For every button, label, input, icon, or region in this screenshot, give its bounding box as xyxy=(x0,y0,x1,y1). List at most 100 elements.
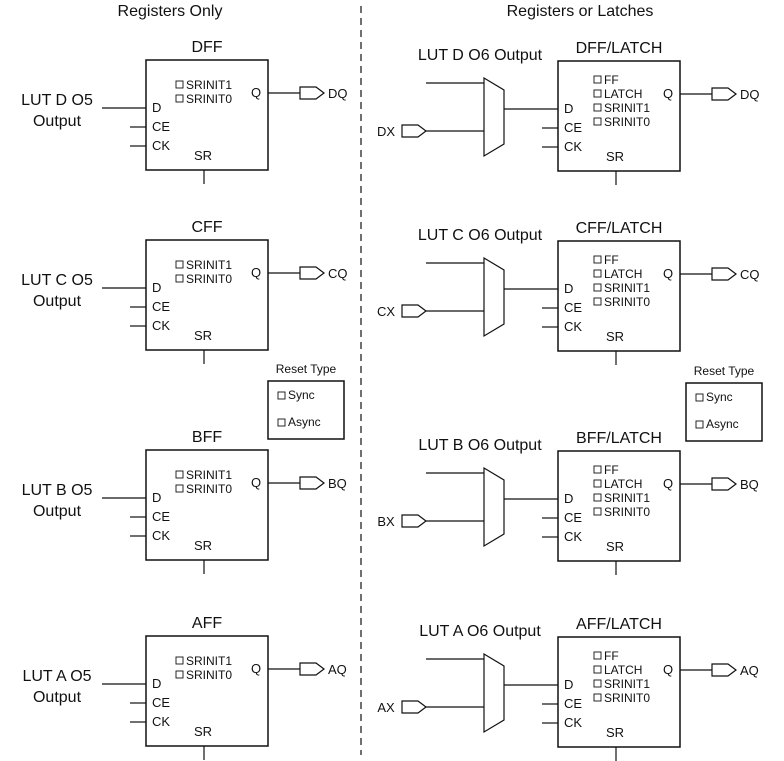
pin-sr-label: SR xyxy=(194,328,212,343)
option-checkbox-srinit1 xyxy=(175,80,184,89)
option-checkbox-ff xyxy=(593,255,602,264)
lut-o6-output-label: LUT B O6 Output xyxy=(418,437,542,454)
q-output-port xyxy=(299,266,325,280)
header-registers-only: Registers Only xyxy=(118,3,223,20)
option-checkbox-srinit1 xyxy=(175,656,184,665)
pin-q-label: Q xyxy=(663,476,673,491)
option-checkbox-srinit0 xyxy=(175,94,184,103)
lut-input-label-line1: LUT C O5 xyxy=(21,272,93,289)
option-checkbox-srinit1 xyxy=(175,470,184,479)
mux-trapezoid xyxy=(483,76,505,158)
pin-ce-label: CE xyxy=(564,300,582,315)
pin-sr-label: SR xyxy=(606,329,624,344)
q-output-port xyxy=(299,662,325,676)
option-srinit1-label: SRINIT1 xyxy=(604,281,650,295)
option-latch-label: LATCH xyxy=(604,663,642,677)
block-title: BFF/LATCH xyxy=(576,430,662,447)
option-srinit1-label: SRINIT1 xyxy=(186,258,232,272)
output-dq-label: DQ xyxy=(328,86,348,101)
option-checkbox-latch xyxy=(593,479,602,488)
q-output-port xyxy=(711,477,737,491)
lut-o6-output-label: LUT D O6 Output xyxy=(418,47,543,64)
bypass-input-label: CX xyxy=(377,304,395,319)
option-checkbox-srinit1 xyxy=(593,103,602,112)
pin-d-label: D xyxy=(152,490,161,505)
option-checkbox-srinit1 xyxy=(593,283,602,292)
register-box xyxy=(145,635,269,747)
lut-o6-output-label: LUT A O6 Output xyxy=(419,623,541,640)
pin-q-label: Q xyxy=(663,662,673,677)
pin-q-label: Q xyxy=(251,85,261,100)
option-srinit1-label: SRINIT1 xyxy=(604,101,650,115)
option-checkbox-srinit1 xyxy=(175,260,184,269)
option-checkbox-srinit0 xyxy=(593,117,602,126)
option-srinit0-label: SRINIT0 xyxy=(186,668,232,682)
option-checkbox-latch xyxy=(593,89,602,98)
pin-ce-label: CE xyxy=(152,119,170,134)
block-title: DFF xyxy=(191,39,222,56)
bypass-input-port xyxy=(401,514,427,528)
q-output-port xyxy=(299,86,325,100)
pin-ce-label: CE xyxy=(152,299,170,314)
register-box xyxy=(145,239,269,351)
output-aq-label: AQ xyxy=(740,663,759,678)
output-dq-label: DQ xyxy=(740,87,760,102)
mux-trapezoid xyxy=(483,466,505,548)
async-checkbox xyxy=(695,420,704,429)
pin-ce-label: CE xyxy=(152,695,170,710)
pin-sr-label: SR xyxy=(194,148,212,163)
register-box xyxy=(557,450,681,562)
option-checkbox-srinit0 xyxy=(175,484,184,493)
header-registers-or-latches: Registers or Latches xyxy=(507,3,654,20)
pin-q-label: Q xyxy=(663,266,673,281)
option-checkbox-ff xyxy=(593,465,602,474)
sync-checkbox xyxy=(695,393,704,402)
pin-sr-label: SR xyxy=(606,539,624,554)
lut-input-label-line2: Output xyxy=(33,293,82,310)
pin-d-label: D xyxy=(152,676,161,691)
reset-type-title: Reset Type xyxy=(276,362,337,376)
pin-ck-label: CK xyxy=(152,714,170,729)
block-title: CFF xyxy=(191,219,222,236)
register-box xyxy=(557,60,681,172)
option-checkbox-ff xyxy=(593,651,602,660)
pin-ck-label: CK xyxy=(564,139,582,154)
block-title: BFF xyxy=(192,429,222,446)
option-latch-label: LATCH xyxy=(604,87,642,101)
pin-q-label: Q xyxy=(251,265,261,280)
lut-input-label-line1: LUT B O5 xyxy=(22,482,93,499)
option-ff-label: FF xyxy=(604,73,619,87)
pin-ce-label: CE xyxy=(152,509,170,524)
pin-sr-label: SR xyxy=(606,725,624,740)
pin-sr-label: SR xyxy=(194,724,212,739)
register-box xyxy=(145,449,269,561)
option-srinit0-label: SRINIT0 xyxy=(604,505,650,519)
output-bq-label: BQ xyxy=(328,476,347,491)
reset-type-title: Reset Type xyxy=(694,364,755,378)
pin-d-label: D xyxy=(564,101,573,116)
option-srinit1-label: SRINIT1 xyxy=(186,468,232,482)
option-checkbox-latch xyxy=(593,269,602,278)
pin-ck-label: CK xyxy=(564,319,582,334)
reset-sync-label: Sync xyxy=(706,390,733,404)
option-srinit1-label: SRINIT1 xyxy=(604,677,650,691)
pin-ck-label: CK xyxy=(152,528,170,543)
option-srinit0-label: SRINIT0 xyxy=(186,272,232,286)
option-checkbox-srinit0 xyxy=(175,670,184,679)
block-title: AFF/LATCH xyxy=(576,616,662,633)
option-checkbox-srinit1 xyxy=(593,679,602,688)
mux-trapezoid xyxy=(483,256,505,338)
pin-ce-label: CE xyxy=(564,696,582,711)
q-output-port xyxy=(711,663,737,677)
pin-d-label: D xyxy=(152,280,161,295)
option-latch-label: LATCH xyxy=(604,477,642,491)
register-box xyxy=(145,59,269,171)
lut-input-label-line2: Output xyxy=(33,689,82,706)
option-checkbox-srinit0 xyxy=(593,507,602,516)
reset-sync-label: Sync xyxy=(288,388,315,402)
